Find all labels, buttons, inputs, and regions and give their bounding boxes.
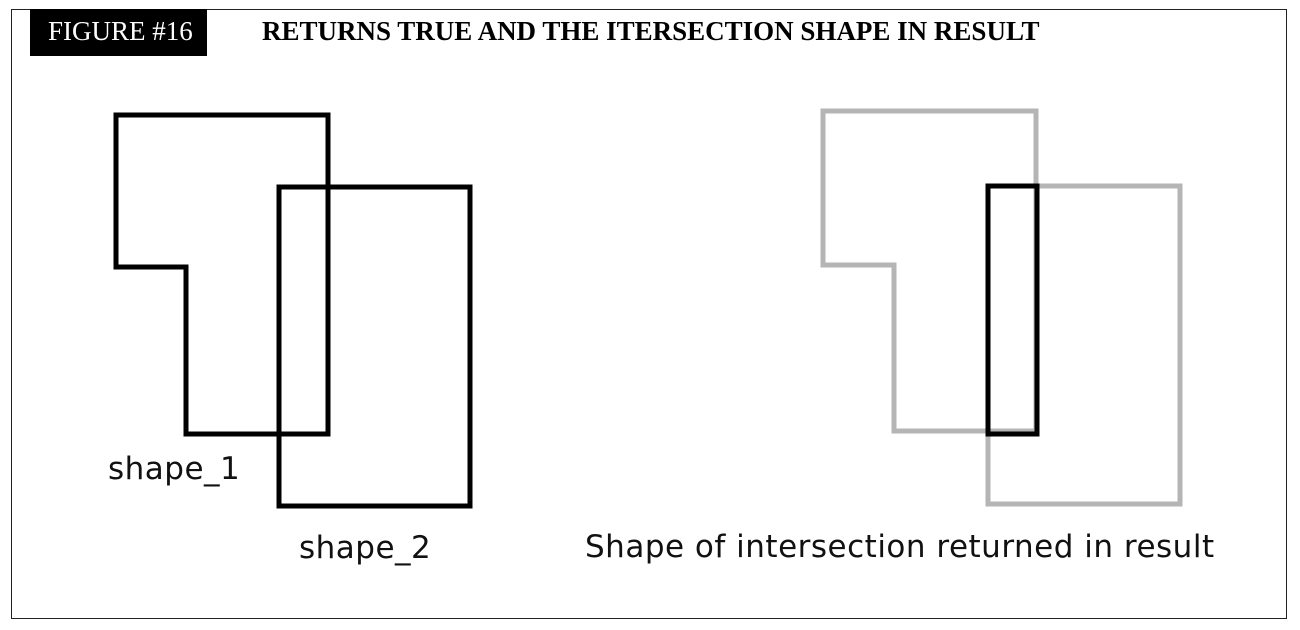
result-caption: Shape of intersection returned in result — [585, 529, 1215, 565]
shape-2-label: shape_2 — [299, 530, 432, 566]
shape-1-faded-outline — [820, 108, 1039, 434]
figure-number-tag: FIGURE #16 — [30, 9, 207, 56]
shape-1-outline — [113, 112, 331, 437]
figure-title: RETURNS TRUE AND THE ITERSECTION SHAPE I… — [262, 16, 1040, 46]
shape-2-faded-outline — [985, 183, 1183, 507]
figure-frame — [11, 9, 1287, 619]
intersection-shape-outline — [985, 183, 1040, 437]
shape-1-label: shape_1 — [108, 451, 241, 487]
shape-2-outline — [276, 184, 473, 509]
